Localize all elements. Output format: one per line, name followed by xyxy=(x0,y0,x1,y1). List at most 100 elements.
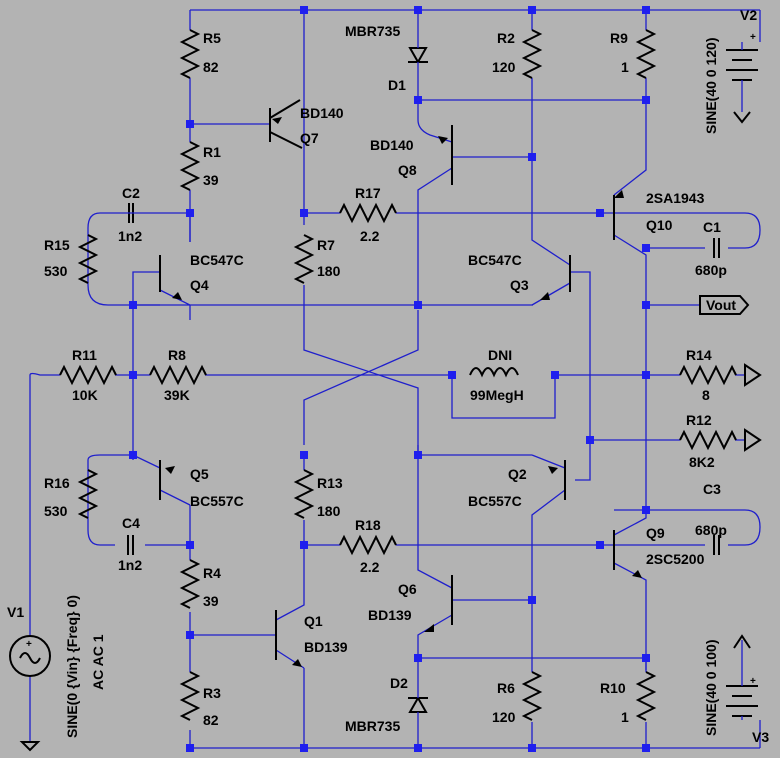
label-q6-model: BD139 xyxy=(368,607,412,623)
resistor-r4 xyxy=(179,559,201,609)
transistor-q2 xyxy=(548,460,566,500)
label-r17-value: 2.2 xyxy=(360,228,380,244)
v3-plus-sign: + xyxy=(750,676,756,687)
label-inductor-name: DNI xyxy=(488,347,512,363)
diode-d1 xyxy=(408,42,428,70)
label-c4-value: 1n2 xyxy=(118,557,142,573)
label-r18-value: 2.2 xyxy=(360,559,380,575)
label-d2-model: MBR735 xyxy=(345,718,400,734)
transistor-q7 xyxy=(269,99,303,149)
label-r1-name: R1 xyxy=(203,144,221,160)
resistor-r3 xyxy=(179,671,201,721)
vout-label: Vout xyxy=(706,297,736,313)
label-q5-name: Q5 xyxy=(190,466,209,482)
resistor-r10 xyxy=(635,671,657,721)
label-v1-name: V1 xyxy=(7,604,24,620)
transistor-q10 xyxy=(613,190,624,240)
resistor-r6 xyxy=(521,671,543,721)
source-v1 xyxy=(9,635,51,752)
source-v2 xyxy=(726,42,758,124)
label-r8-value: 39K xyxy=(164,387,190,403)
junctions xyxy=(129,6,650,752)
resistor-r2 xyxy=(521,29,543,79)
label-r17-name: R17 xyxy=(355,185,381,201)
capacitor-c2 xyxy=(115,203,145,223)
label-r9-value: 1 xyxy=(621,59,629,75)
capacitor-c3 xyxy=(713,535,720,555)
resistor-r13 xyxy=(293,469,315,519)
output-arrows xyxy=(699,295,762,452)
label-v3-value: SINE(40 0 100) xyxy=(703,640,719,737)
label-q10-model: 2SA1943 xyxy=(646,190,705,206)
label-r15-value: 530 xyxy=(44,263,68,279)
label-q8-model: BD140 xyxy=(370,137,414,153)
resistor-r17 xyxy=(339,202,397,224)
label-r10-name: R10 xyxy=(600,680,626,696)
resistor-r16 xyxy=(77,469,99,519)
label-c3-value: 680p xyxy=(695,522,727,538)
diode-d2 xyxy=(408,690,428,716)
label-r6-name: R6 xyxy=(497,680,515,696)
label-r5-value: 82 xyxy=(203,59,219,75)
transistor-q9 xyxy=(613,530,642,578)
label-r18-name: R18 xyxy=(355,517,381,533)
v2-plus-sign: + xyxy=(750,32,756,43)
label-q3-name: Q3 xyxy=(510,277,529,293)
label-r4-value: 39 xyxy=(203,593,219,609)
label-q10-name: Q10 xyxy=(646,217,673,233)
resistor-r12 xyxy=(679,429,737,451)
label-c2-name: C2 xyxy=(122,185,140,201)
resistor-r1 xyxy=(179,141,201,191)
label-r1-value: 39 xyxy=(203,172,219,188)
label-q1-model: BD139 xyxy=(304,639,348,655)
label-r9-name: R9 xyxy=(610,30,628,46)
label-d1-model: MBR735 xyxy=(345,23,400,39)
label-r3-value: 82 xyxy=(203,712,219,728)
label-r16-name: R16 xyxy=(44,475,70,491)
label-c1-value: 680p xyxy=(695,262,727,278)
label-q1-name: Q1 xyxy=(304,613,323,629)
label-q5-model: BC557C xyxy=(190,493,244,509)
label-q6-name: Q6 xyxy=(398,581,417,597)
label-inductor-value: 99MegH xyxy=(470,387,524,403)
label-r8-name: R8 xyxy=(168,347,186,363)
label-r16-value: 530 xyxy=(44,503,68,519)
resistor-r15 xyxy=(77,234,99,284)
capacitor-c1 xyxy=(713,238,720,258)
wires xyxy=(29,9,761,749)
label-q3-model: BC547C xyxy=(468,252,522,268)
label-r4-name: R4 xyxy=(203,565,221,581)
resistor-r7 xyxy=(293,234,315,284)
label-d1-name: D1 xyxy=(388,77,406,93)
label-q7-name: Q7 xyxy=(300,130,319,146)
label-c2-value: 1n2 xyxy=(118,228,142,244)
resistor-r9 xyxy=(635,29,657,79)
label-q4-name: Q4 xyxy=(190,277,209,293)
label-r12-value: 8K2 xyxy=(689,454,715,470)
label-c1-name: C1 xyxy=(703,219,721,235)
label-r11-value: 10K xyxy=(72,387,98,403)
transistor-q8 xyxy=(438,125,453,185)
label-q2-model: BC557C xyxy=(468,493,522,509)
label-v3-name: V3 xyxy=(752,729,769,745)
label-v1-value: SINE(0 {Vin} {Freq} 0) xyxy=(64,595,80,738)
label-r10-value: 1 xyxy=(621,709,629,725)
label-v2-value: SINE(40 0 120) xyxy=(703,38,719,135)
label-r13-name: R13 xyxy=(317,475,343,491)
capacitor-c4 xyxy=(127,535,134,555)
label-d2-name: D2 xyxy=(390,675,408,691)
resistor-r18 xyxy=(339,534,397,556)
label-r14-value: 8 xyxy=(702,387,710,403)
label-r13-value: 180 xyxy=(317,503,341,519)
resistor-r14 xyxy=(679,364,737,386)
transistor-q1 xyxy=(275,610,302,667)
label-v2-name: V2 xyxy=(740,7,757,23)
label-q2-name: Q2 xyxy=(508,466,527,482)
transistor-q6 xyxy=(424,575,453,632)
label-r7-value: 180 xyxy=(317,263,341,279)
label-r15-name: R15 xyxy=(44,237,70,253)
resistor-r11 xyxy=(59,364,117,386)
label-r12-name: R12 xyxy=(686,412,712,428)
resistor-r8 xyxy=(149,364,207,386)
label-r2-name: R2 xyxy=(497,30,515,46)
